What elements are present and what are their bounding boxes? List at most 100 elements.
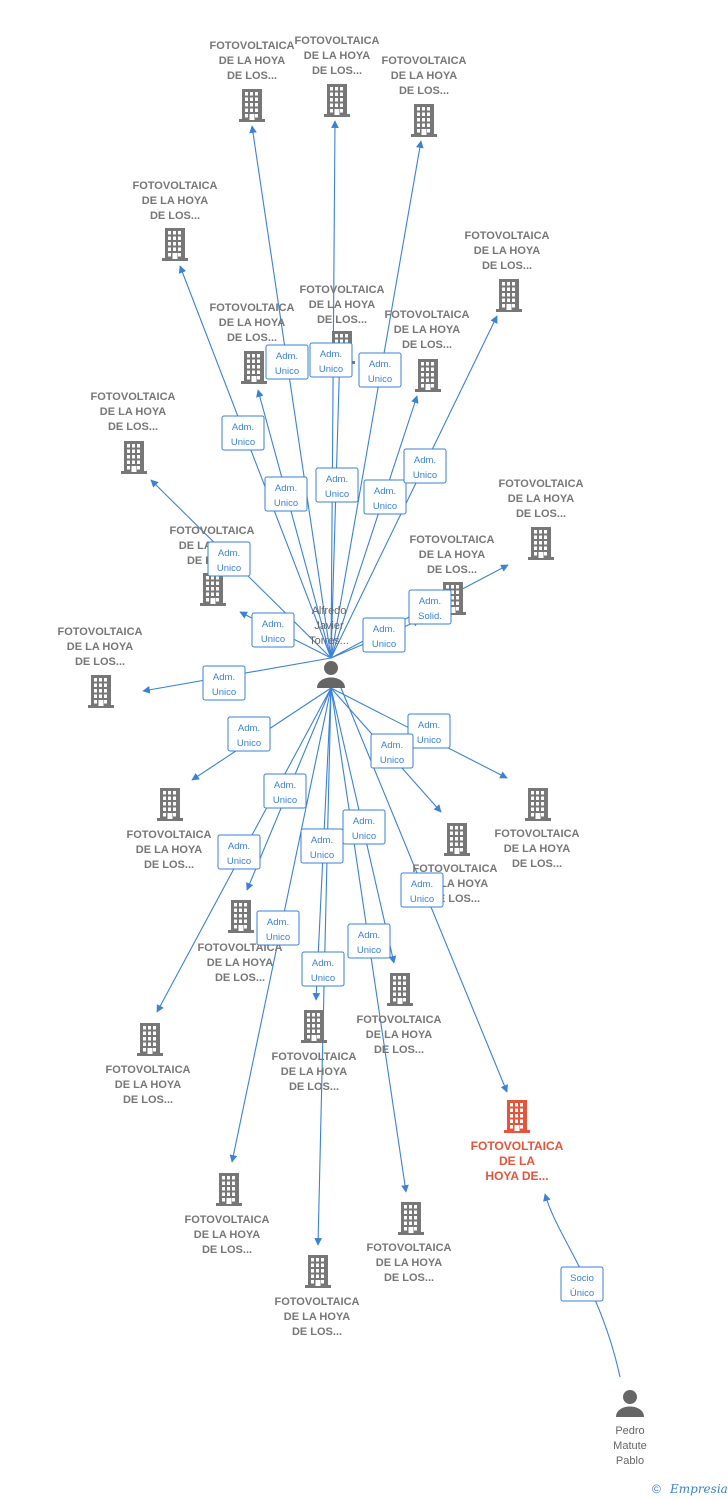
building-icon[interactable] [216, 1173, 242, 1206]
role-badge-20[interactable]: Adm.Unico [400, 872, 444, 908]
role-badge-3-text-line-0: Adm. [232, 422, 254, 433]
role-badge-6[interactable]: Adm. Unico [363, 479, 407, 515]
role-badge-16[interactable]: Adm.Unico [263, 773, 307, 809]
role-badge-3[interactable]: Adm.Unico [221, 415, 265, 451]
role-badge-0[interactable]: Adm.Unico [265, 344, 309, 380]
person-icon[interactable] [616, 1390, 644, 1417]
role-badge-15-text-line-1: Unico [380, 755, 404, 766]
building-icon[interactable] [137, 1023, 163, 1056]
building-icon[interactable] [157, 788, 183, 821]
company-label-4-line-0: FOTOVOLTAICA [465, 230, 550, 242]
role-badge-15[interactable]: Adm.Unico [370, 733, 414, 769]
role-badge-7[interactable]: Adm.Unico [403, 448, 447, 484]
role-badge-14[interactable]: Adm.Unico [407, 713, 451, 749]
building-icon[interactable] [387, 973, 413, 1006]
building-icon[interactable] [88, 675, 114, 708]
company-label-2-line-0: FOTOVOLTAICA [382, 55, 467, 67]
building-icon[interactable] [504, 1100, 530, 1133]
role-badge-10[interactable]: Adm.Unico [362, 617, 406, 653]
building-icon[interactable] [525, 788, 551, 821]
role-badge-5[interactable]: Adm.Unico [315, 467, 359, 503]
role-badge-10-text: Adm.Unico [372, 624, 396, 650]
role-badge-2[interactable]: Adm.Unico [358, 352, 402, 388]
building-icon[interactable] [239, 89, 265, 122]
building-icon[interactable] [301, 1010, 327, 1043]
role-badge-9[interactable]: Adm.Unico [251, 612, 295, 648]
role-badge-6-text-line-1: Unico [373, 501, 397, 512]
building-icon[interactable] [411, 104, 437, 137]
building-icon[interactable] [528, 527, 554, 560]
role-badge-6-text-line-0: Adm. [374, 486, 396, 497]
footer: © Empresia [652, 1482, 728, 1496]
building-icon[interactable] [415, 359, 441, 392]
highlight-company-label-line-0: FOTOVOLTAICA [471, 1139, 564, 1153]
role-badge-17-text: Adm.Unico [352, 816, 376, 842]
person-icon[interactable] [317, 661, 345, 688]
role-badge-19[interactable]: Adm.Unico [300, 828, 344, 864]
role-badge-22[interactable]: Adm.Unico [347, 923, 391, 959]
role-badge-1[interactable]: Adm.Unico [309, 342, 353, 378]
copyright-symbol: © [652, 1482, 661, 1496]
main-person-label-line-0: Alfredo [312, 605, 347, 617]
building-icon[interactable] [241, 351, 267, 384]
role-badge-23[interactable]: Adm.Unico [301, 951, 345, 987]
role-badge-12[interactable]: Adm.Unico [202, 665, 246, 701]
company-label-13-line-2: DE LOS... [144, 859, 194, 871]
building-icon[interactable] [305, 1255, 331, 1288]
highlight-company-label-line-2: HOYA DE... [485, 1169, 548, 1183]
company-label-13-line-0: FOTOVOLTAICA [127, 829, 212, 841]
brand-logo[interactable]: Empresia [669, 1482, 728, 1496]
building-icon[interactable] [162, 228, 188, 261]
role-badge-11[interactable]: Adm.Solid. [408, 589, 452, 625]
role-badge-21[interactable]: Adm.Unico [256, 910, 300, 946]
building-icon[interactable] [398, 1202, 424, 1235]
building-icon[interactable] [324, 84, 350, 117]
building-icon[interactable] [496, 279, 522, 312]
role-badge-18[interactable]: Adm.Unico [217, 834, 261, 870]
role-badge-4-text-line-0: Adm. [275, 483, 297, 494]
role-badge-8[interactable]: Adm.Unico [207, 541, 251, 577]
company-label-15-line-0: FOTOVOLTAICA [413, 863, 498, 875]
role-badge-5-text-line-0: Adm. [326, 474, 348, 485]
role-badge-12-text-line-1: Unico [212, 687, 236, 698]
role-badge-20-text-line-0: Adm. [411, 879, 433, 890]
building-icon[interactable] [444, 823, 470, 856]
role-badge-0-text: Adm.Unico [275, 351, 299, 377]
company-label-7-line-0: FOTOVOLTAICA [385, 309, 470, 321]
building-icon[interactable] [228, 900, 254, 933]
company-label-22-line-1: DE LA HOYA [284, 1311, 350, 1323]
role-badge-4[interactable]: Adm.Unico [264, 476, 308, 512]
role-badge-17[interactable]: Adm.Unico [342, 809, 386, 845]
role-badge-13[interactable]: Adm.Unico [227, 716, 271, 752]
edge-2 [330, 140, 424, 659]
building-icon[interactable] [200, 573, 226, 606]
role-badge-17-text-line-0: Adm. [353, 816, 375, 827]
company-label-7-line-1: DE LA HOYA [394, 324, 460, 336]
building-icon[interactable] [121, 441, 147, 474]
